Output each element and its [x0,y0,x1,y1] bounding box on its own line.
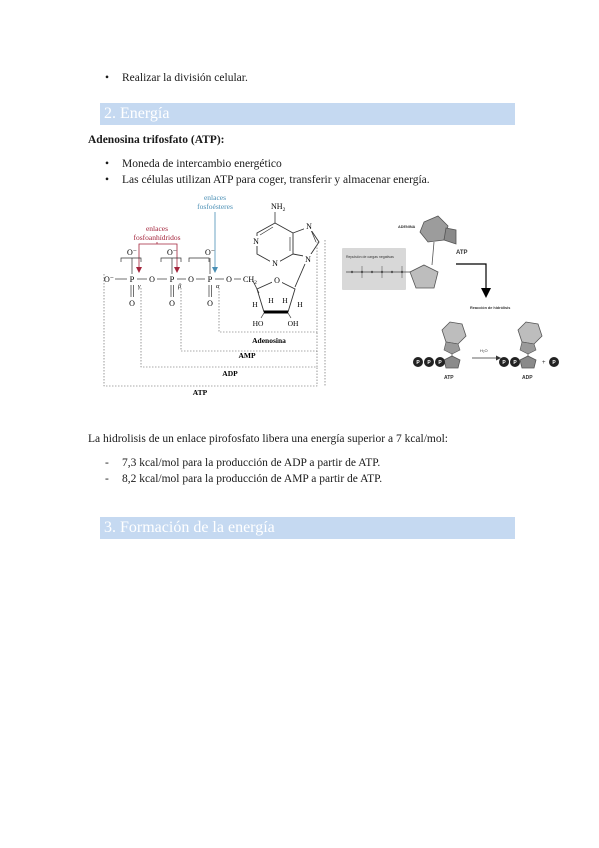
adenina-label: ADENINA [398,225,416,229]
adenosina-box [218,242,318,333]
ribose-oh: OH [288,319,299,328]
amp-box [180,288,318,352]
adenine-five-ring [292,226,320,258]
ribose-h4: H [297,300,303,309]
svg-text:P: P [427,360,431,366]
phosphate-icon [549,357,559,367]
phosphorus-alpha: P [208,274,213,284]
atp-heading: Adenosina trifosfato (ATP): [88,134,225,146]
beta-label: β [177,283,182,290]
atp-bottom-label: ATP [444,375,454,381]
label-fosfoanhidrido-2: fosfoanhídridos [133,233,180,242]
reaction-arrow-icon [496,355,501,361]
h2o-label: H₂O [480,348,488,353]
adp-box [140,288,318,368]
atp-structure-diagram: enlaces fosfoésteres enlaces fosfoanhídr… [103,193,326,397]
gamma-label: γ [138,283,141,290]
dash-item: - 7,3 kcal/mol para la producción de ADP… [105,457,381,469]
svg-text:P: P [502,360,506,366]
adp-bottom-label: ADP [522,375,533,381]
adenine-n9: N [305,255,311,264]
adenine-pentagon-icon [443,227,457,245]
svg-text:P: P [416,360,420,366]
atp-hydrolysis-diagram: ADENINA ATP Repulsión de cargas negativa… [342,215,559,381]
dash-text: 7,3 kcal/mol para la producción de ADP a… [122,457,381,469]
nh2-group: NH2 [271,202,286,213]
hydrolysis-paragraph: La hidrolisis de un enlace pirofosfato l… [88,433,448,445]
atp-box [103,274,318,387]
atp-top-label: ATP [456,250,468,256]
oxygen-bridge-2: O [188,275,194,284]
fosfoester-arrow-icon [212,267,218,273]
adenine-n1: N [253,237,259,246]
oxygen-bridge-1: O [149,275,155,284]
phosphate-icon [499,357,509,367]
ribose-h3: H [282,296,288,305]
fosfoanhidrido-arrow-icon [174,267,180,273]
section-heading-formacion: 3. Formación de la energía [100,517,515,539]
dash-item: - 8,2 kcal/mol para la producción de AMP… [105,473,383,485]
ribose-oxygen: O [274,276,280,285]
o-double-gamma: O [129,299,135,308]
o-minus-beta: O⁻ [167,248,177,257]
label-fosfoester-1: enlaces [204,193,226,202]
bullet-item: • Las células utilizan ATP para coger, t… [105,174,430,186]
phosphorus-beta: P [170,274,175,284]
amp-label: AMP [238,351,255,360]
section-heading-energia: 2. Energía [100,103,515,125]
atp-label: ATP [193,388,208,397]
adenine-six-ring [256,222,294,265]
repulsion-label: Repulsión de cargas negativas [346,255,394,259]
phosphorus-gamma: P [130,274,135,284]
adenine-hex-icon [419,215,449,243]
bullet-text: Moneda de intercambio energético [122,158,282,170]
atp-base-hex-icon [441,321,467,345]
adenosina-label: Adenosina [252,336,286,345]
adp-base-hex-icon [517,321,543,345]
phosphate-icon [435,357,445,367]
adenine-n3: N [272,259,278,268]
ribose-pentagon-icon [409,264,439,289]
oxygen-ester: O [226,275,232,284]
repulsion-box [342,248,406,290]
o-double-alpha: O [207,299,213,308]
svg-text:P: P [513,360,517,366]
ch2-group: CH2 [243,275,257,286]
phosphate-icon [510,357,520,367]
plus-sign: + [542,360,546,366]
ribose-h2: H [268,296,274,305]
svg-text:P: P [552,360,556,366]
o-double-beta: O [169,299,175,308]
o-minus-alpha: O⁻ [205,248,215,257]
svg-text:P: P [438,360,442,366]
alpha-label: α [216,283,220,290]
adp-ribose-icon [519,355,537,369]
ribose-h1: H [252,300,258,309]
bullet-item: • Moneda de intercambio energético [105,158,282,170]
fosfoanhidrido-arrow-icon [136,267,142,273]
dash-text: 8,2 kcal/mol para la producción de AMP a… [122,473,383,485]
hydrolysis-pointer-line [456,263,487,290]
adenine-n7: N [306,222,312,231]
phosphate-icon [413,357,423,367]
o-minus-gamma: O⁻ [127,248,137,257]
label-fosfoanhidrido-1: enlaces [146,224,168,233]
arrow-down-icon [481,288,491,298]
bullet-item: • Realizar la división celular. [105,72,248,84]
label-fosfoester-2: fosfoésteres [197,202,233,211]
bullet-text: Realizar la división celular. [122,72,248,84]
ribose-ho: HO [253,319,264,328]
reaccion-label: Reacción de hidrólisis [470,306,510,310]
o-minus-end: O⁻ [104,275,114,284]
phosphate-icon [424,357,434,367]
atp-ribose-icon [443,355,461,369]
fosfoanhidrido-bracket [138,243,178,247]
adp-label: ADP [222,369,238,378]
bullet-text: Las células utilizan ATP para coger, tra… [122,174,430,186]
